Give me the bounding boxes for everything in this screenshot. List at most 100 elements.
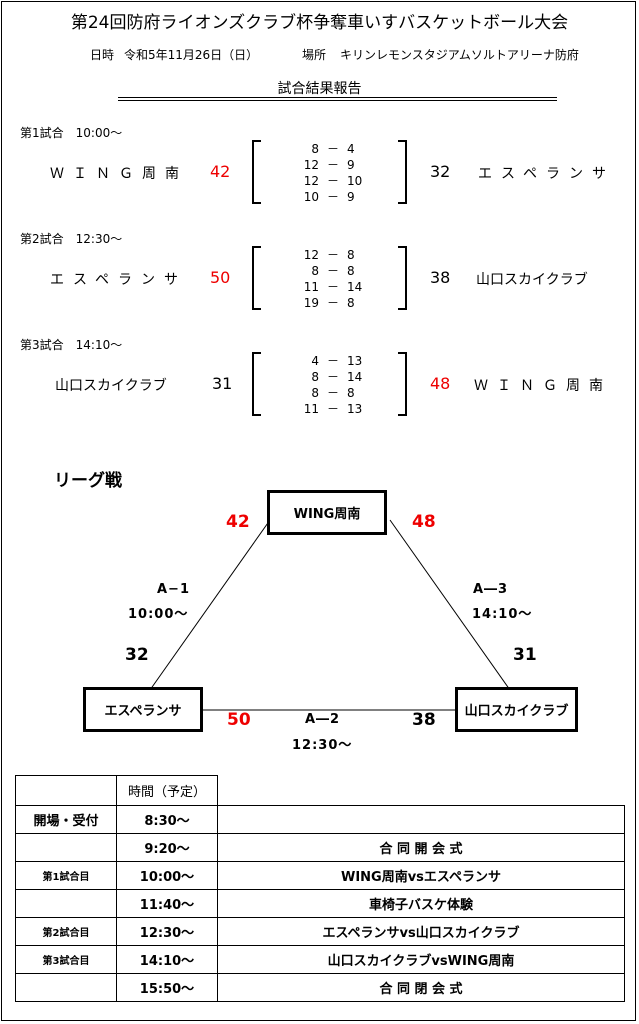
schedule-row-label <box>15 889 117 918</box>
schedule-header-row: 時間（予定） <box>15 775 625 806</box>
schedule-row-event: 車椅子バスケ体験 <box>217 889 625 918</box>
league-a1-name: A−1 <box>157 582 190 597</box>
schedule-row-time: 10:00～ <box>116 861 218 890</box>
quarter-dash: － <box>326 142 339 156</box>
quarter-dash: － <box>326 370 339 384</box>
schedule-row-event: 合 同 閉 会 式 <box>217 973 625 1002</box>
quarter-score: 8 <box>311 142 319 156</box>
game-3-left-score: 31 <box>212 374 233 393</box>
quarter-row: 8－8 <box>285 384 381 401</box>
date-value: 令和5年11月26日（日） <box>124 48 259 62</box>
schedule-row-label <box>15 973 117 1002</box>
game-1-right-team: エスペランサ <box>478 166 616 182</box>
quarter-score: 14 <box>347 280 363 294</box>
quarter-row: 8 － 14 <box>285 368 381 385</box>
quarter-dash: － <box>326 190 339 204</box>
schedule-row-label: 第2試合目 <box>15 917 117 946</box>
quarter-score: 8 <box>347 248 355 262</box>
report-title: 試合結果報告 <box>277 81 362 97</box>
schedule-row-time: 9:20～ <box>116 833 218 862</box>
quarter-score: 8 <box>347 264 355 278</box>
quarter-dash: － <box>326 296 339 310</box>
league-a3-name: A―3 <box>473 582 509 597</box>
schedule-row-event: 合 同 開 会 式 <box>217 833 625 862</box>
quarter-score: 11 <box>303 402 319 416</box>
league-score-top-right: 48 <box>412 512 436 532</box>
game-1-right-score: 32 <box>430 162 451 181</box>
date-label: 日時 <box>90 48 115 62</box>
quarter-row: 11 － 13 <box>285 400 381 417</box>
schedule-row-event: 山口スカイクラブvsWING周南 <box>217 945 625 974</box>
quarter-dash: － <box>326 248 339 262</box>
quarter-dash: － <box>326 174 339 188</box>
quarter-score: 9 <box>347 190 355 204</box>
game-2-label: 第2試合 12:30～ <box>20 232 123 246</box>
schedule-row-label <box>15 833 117 862</box>
schedule-row-time: 14:10～ <box>116 945 218 974</box>
game-1-bracket-right <box>398 140 407 204</box>
league-a2-time: 12:30～ <box>292 738 353 753</box>
quarter-score: 10 <box>347 174 363 188</box>
quarter-score: 12 <box>303 158 319 172</box>
game-3-bracket-left <box>252 352 261 416</box>
quarter-row: 10－9 <box>285 188 381 205</box>
game-3-right-score: 48 <box>430 374 451 393</box>
schedule-row: 9:20～合 同 開 会 式 <box>15 833 625 862</box>
quarter-score: 12 <box>303 174 319 188</box>
league-left-team: エスペランサ <box>104 704 182 719</box>
quarter-score: 8 <box>311 264 319 278</box>
quarter-dash: － <box>326 264 339 278</box>
game-3-left-team: 山口スカイクラブ <box>55 378 167 394</box>
game-3-bracket-right <box>398 352 407 416</box>
quarter-score: 12 <box>303 248 319 262</box>
quarter-row: 12 － 8 <box>285 246 381 263</box>
quarter-dash: － <box>326 280 339 294</box>
game-1-left-team: ＷＩＮＧ周南 <box>50 166 188 182</box>
game-2-left-team: エスペランサ <box>50 272 188 288</box>
league-a2-name: A―2 <box>305 712 341 727</box>
line-a3 <box>389 519 511 691</box>
league-a1-time: 10:00～ <box>128 607 189 622</box>
game-2-right-team: 山口スカイクラブ <box>476 272 588 288</box>
league-title: リーグ戦 <box>54 471 122 491</box>
league-a3-time: 14:10～ <box>472 607 533 622</box>
game-2-bracket-right <box>398 246 407 310</box>
game-2-right-score: 38 <box>430 268 451 287</box>
game-3-label: 第3試合 14:10～ <box>20 338 123 352</box>
game-1-bracket-left <box>252 140 261 204</box>
quarter-row: 8 － 8 <box>285 262 381 279</box>
line-a1 <box>149 519 271 691</box>
tournament-title: 第24回防府ライオンズクラブ杯争奪車いすバスケットボール大会 <box>70 13 569 33</box>
quarter-row: 19－8 <box>285 294 381 311</box>
quarter-row: 4－13 <box>285 352 381 369</box>
game-1-left-score: 42 <box>210 162 231 181</box>
schedule-header-time: 時間（予定） <box>116 775 218 806</box>
quarter-score: 14 <box>347 370 363 384</box>
league-score-left-up: 32 <box>125 645 149 665</box>
schedule-row-label: 第1試合目 <box>15 861 117 890</box>
quarter-row: 12 － 9 <box>285 156 381 173</box>
league-right-team: 山口スカイクラブ <box>464 704 569 719</box>
quarter-dash: － <box>326 402 339 416</box>
game-1-label: 第1試合 10:00～ <box>20 126 123 140</box>
quarter-dash: － <box>326 158 339 172</box>
quarter-score: 8 <box>311 370 319 384</box>
league-left-team-box: エスペランサ <box>83 687 203 732</box>
schedule-row-time: 8:30～ <box>116 805 218 834</box>
league-right-team-box: 山口スカイクラブ <box>455 687 578 732</box>
quarter-score: 13 <box>347 402 363 416</box>
league-score-right-bottom: 38 <box>412 710 436 730</box>
quarter-score: 9 <box>347 158 355 172</box>
quarter-score: 13 <box>347 354 363 368</box>
schedule-row: 11:40～車椅子バスケ体験 <box>15 889 625 918</box>
game-2-bracket-left <box>252 246 261 310</box>
quarter-score: 8 <box>311 386 319 400</box>
schedule-row-time: 12:30～ <box>116 917 218 946</box>
quarter-dash: － <box>326 386 339 400</box>
game-3-right-team: ＷＩＮＧ周南 <box>474 378 612 394</box>
game-2-left-score: 50 <box>210 268 231 287</box>
quarter-score: 19 <box>303 296 319 310</box>
